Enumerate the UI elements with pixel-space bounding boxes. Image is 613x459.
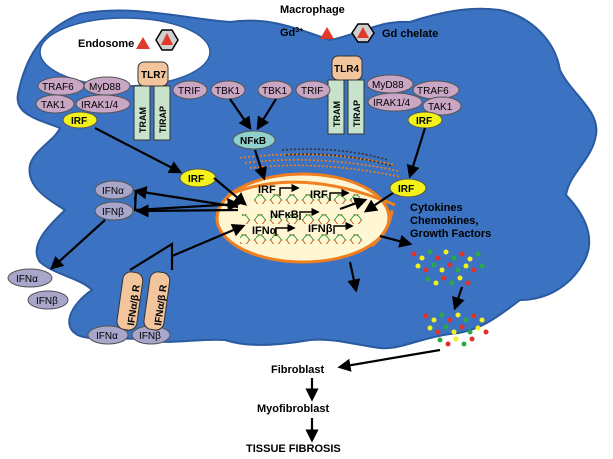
secreted-factor-dots-1 — [411, 249, 485, 286]
endosome — [39, 17, 211, 87]
tissue-fibrosis-label: TISSUE FIBROSIS — [246, 443, 341, 455]
nucleus-ifna: IFNα — [252, 225, 277, 237]
irf-cytoplasm-left-label: IRF — [188, 174, 204, 185]
traf6-right: TRAF6 — [417, 86, 449, 97]
dna-strand-1 — [250, 194, 360, 204]
tlr4-label: TLR4 — [334, 64, 359, 75]
gd-ion-legend-icon — [320, 27, 334, 39]
ifna-outside-bottom-label: IFNα — [96, 331, 118, 342]
gd-chelate-icon — [155, 29, 179, 51]
tbk1-left: TBK1 — [215, 86, 240, 97]
tak1-right: TAK1 — [428, 102, 453, 113]
nucleus-ifnb: IFNβ — [308, 223, 333, 235]
tram-left — [133, 85, 151, 141]
tlr4-complex: TLR4 TRAM TIRAP — [327, 55, 365, 135]
tram-left-label: TRAM — [138, 107, 148, 133]
ifnb-cytoplasm-label: IFNβ — [102, 207, 124, 218]
tlr7-box — [137, 61, 169, 87]
cell-title: Macrophage — [280, 4, 345, 16]
myofibroblast-label: Myofibroblast — [257, 403, 329, 415]
tram-right — [327, 79, 345, 135]
tirap-right — [347, 79, 365, 135]
right-adaptors: TBK1 TRIF MyD88 TRAF6 IRAK1/4 TAK1 IRF — [257, 74, 462, 129]
ifna-outside-bottom — [87, 325, 129, 345]
tbk1-right: TBK1 — [262, 86, 287, 97]
chemokines-label: Chemokines, — [410, 215, 478, 227]
ifna-cytoplasm — [94, 180, 134, 200]
nucleus-nfkb: NFκB — [270, 209, 299, 221]
irf-cytoplasm-left — [179, 168, 217, 188]
nuclear-envelope-lower — [370, 209, 394, 248]
cytokines-label: Cytokines — [410, 202, 463, 214]
tram-right-label: TRAM — [332, 101, 342, 127]
left-adaptors: TRAF6 MyD88 TAK1 IRAK1/4 IRF TRIF TBK1 — [35, 76, 246, 129]
gd-chelate-legend-icon — [351, 23, 375, 43]
fibroblast-label: Fibroblast — [271, 364, 325, 376]
ifna-outside-left-label: IFNα — [16, 274, 38, 285]
ifnb-outside-bottom-label: IFNβ — [139, 331, 161, 342]
ifna-outside-left — [7, 268, 53, 288]
ifna-cytoplasm-label: IFNα — [102, 186, 124, 197]
ifnb-cytoplasm — [94, 201, 134, 221]
dna-strand-3 — [240, 234, 365, 244]
myd88-right: MyD88 — [372, 80, 404, 91]
isgs-label: ISGs — [338, 311, 363, 323]
dna-strand-2 — [242, 214, 362, 224]
myd88-left: MyD88 — [89, 82, 121, 93]
irak-right: IRAK1/4 — [373, 98, 411, 109]
nfkb-cytoplasm-label: NFκB — [240, 136, 266, 147]
nucleus-irf-2: IRF — [310, 189, 328, 201]
irf-cytoplasm-right-label: IRF — [398, 184, 414, 195]
irf-left-top: IRF — [71, 116, 87, 127]
trif-right: TRIF — [301, 86, 323, 97]
pathway-arrows — [50, 98, 465, 443]
tirap-left — [153, 85, 171, 141]
trif-left: TRIF — [178, 86, 200, 97]
ifn-receptor-2: IFNα/β R — [143, 271, 171, 331]
endosome-label: Endosome — [78, 38, 134, 50]
tlr4-box — [331, 55, 363, 81]
tlr7-complex: TLR7 TRAM TIRAP — [133, 61, 171, 141]
nfkb-cytoplasm — [232, 130, 276, 150]
irak-left: IRAK1/4 — [81, 100, 119, 111]
tak1-left: TAK1 — [41, 100, 66, 111]
irf-right-top: IRF — [416, 116, 432, 127]
irf-cytoplasm-right — [389, 178, 427, 198]
gene-promoter-arrows — [275, 183, 354, 236]
tirap-right-label: TIRAP — [352, 100, 362, 127]
ifnb-outside-left — [27, 290, 69, 310]
gd-ion-icon — [136, 37, 150, 49]
growth-factors-label: Growth Factors — [410, 228, 491, 240]
tlr7-label: TLR7 — [141, 70, 166, 81]
secreted-factor-dots-2 — [423, 312, 489, 347]
nucleus-irf-1: IRF — [258, 184, 276, 196]
tirap-left-label: TIRAP — [158, 106, 168, 133]
nuclear-envelope-outer — [227, 180, 396, 207]
gd-ion-label: Gd3+ — [280, 27, 303, 39]
ifnb-outside-left-label: IFNβ — [36, 296, 58, 307]
gd-chelate-label: Gd chelate — [382, 28, 438, 40]
traf6-left: TRAF6 — [42, 82, 74, 93]
